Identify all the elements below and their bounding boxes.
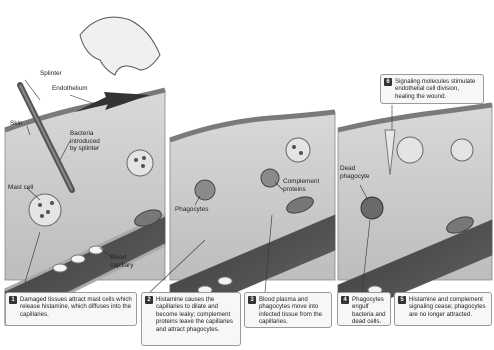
step-2-box: 2 Histamine causes the capillaries to di… (141, 292, 241, 346)
step-1-number: 1 (9, 296, 17, 304)
step-1-box: 1 Damaged tissues attract mast cells whi… (5, 292, 137, 326)
step-3-number: 3 (248, 296, 256, 304)
label-mast-cell: Mast cell (8, 184, 33, 192)
label-skin: Skin (10, 120, 22, 128)
step-6-number: 6 (384, 78, 392, 86)
hand-illustration (80, 17, 160, 75)
step-2-text: Histamine causes the capillaries to dila… (156, 296, 236, 333)
step-1-text: Damaged tissues attract mast cells which… (20, 296, 132, 318)
label-dead-phagocyte: Dead phagocyte (340, 165, 370, 180)
label-phagocytes: Phagocytes (175, 206, 208, 214)
step-4-number: 4 (341, 296, 349, 304)
label-bacteria: Bacteria introduced by splinter (70, 130, 100, 153)
step-4-text: Phagocytes engulf bacteria and dead cell… (352, 296, 386, 326)
label-blood-capillary: Blood capillary (110, 254, 133, 269)
panel-3-tissue (338, 105, 492, 320)
panel-1-tissue (5, 90, 165, 325)
step-6-text: Signaling molecules stimulate endothelia… (395, 78, 479, 100)
label-splinter: Splinter (40, 70, 62, 78)
step-6-box: 6 Signaling molecules stimulate endothel… (380, 74, 484, 104)
panel-2-tissue (170, 112, 335, 320)
step-4-box: 4 Phagocytes engulf bacteria and dead ce… (337, 292, 391, 326)
step-5-text: Histamine and complement signaling cease… (409, 296, 487, 318)
step-5-box: 5 Histamine and complement signaling cea… (394, 292, 492, 326)
step-2-number: 2 (145, 296, 153, 304)
step-3-text: Blood plasma and phagocytes move into in… (259, 296, 327, 326)
label-complement-proteins: Complement proteins (283, 178, 319, 193)
step-3-box: 3 Blood plasma and phagocytes move into … (244, 292, 332, 328)
label-endothelium: Endothelium (52, 85, 88, 93)
step-5-number: 5 (398, 296, 406, 304)
